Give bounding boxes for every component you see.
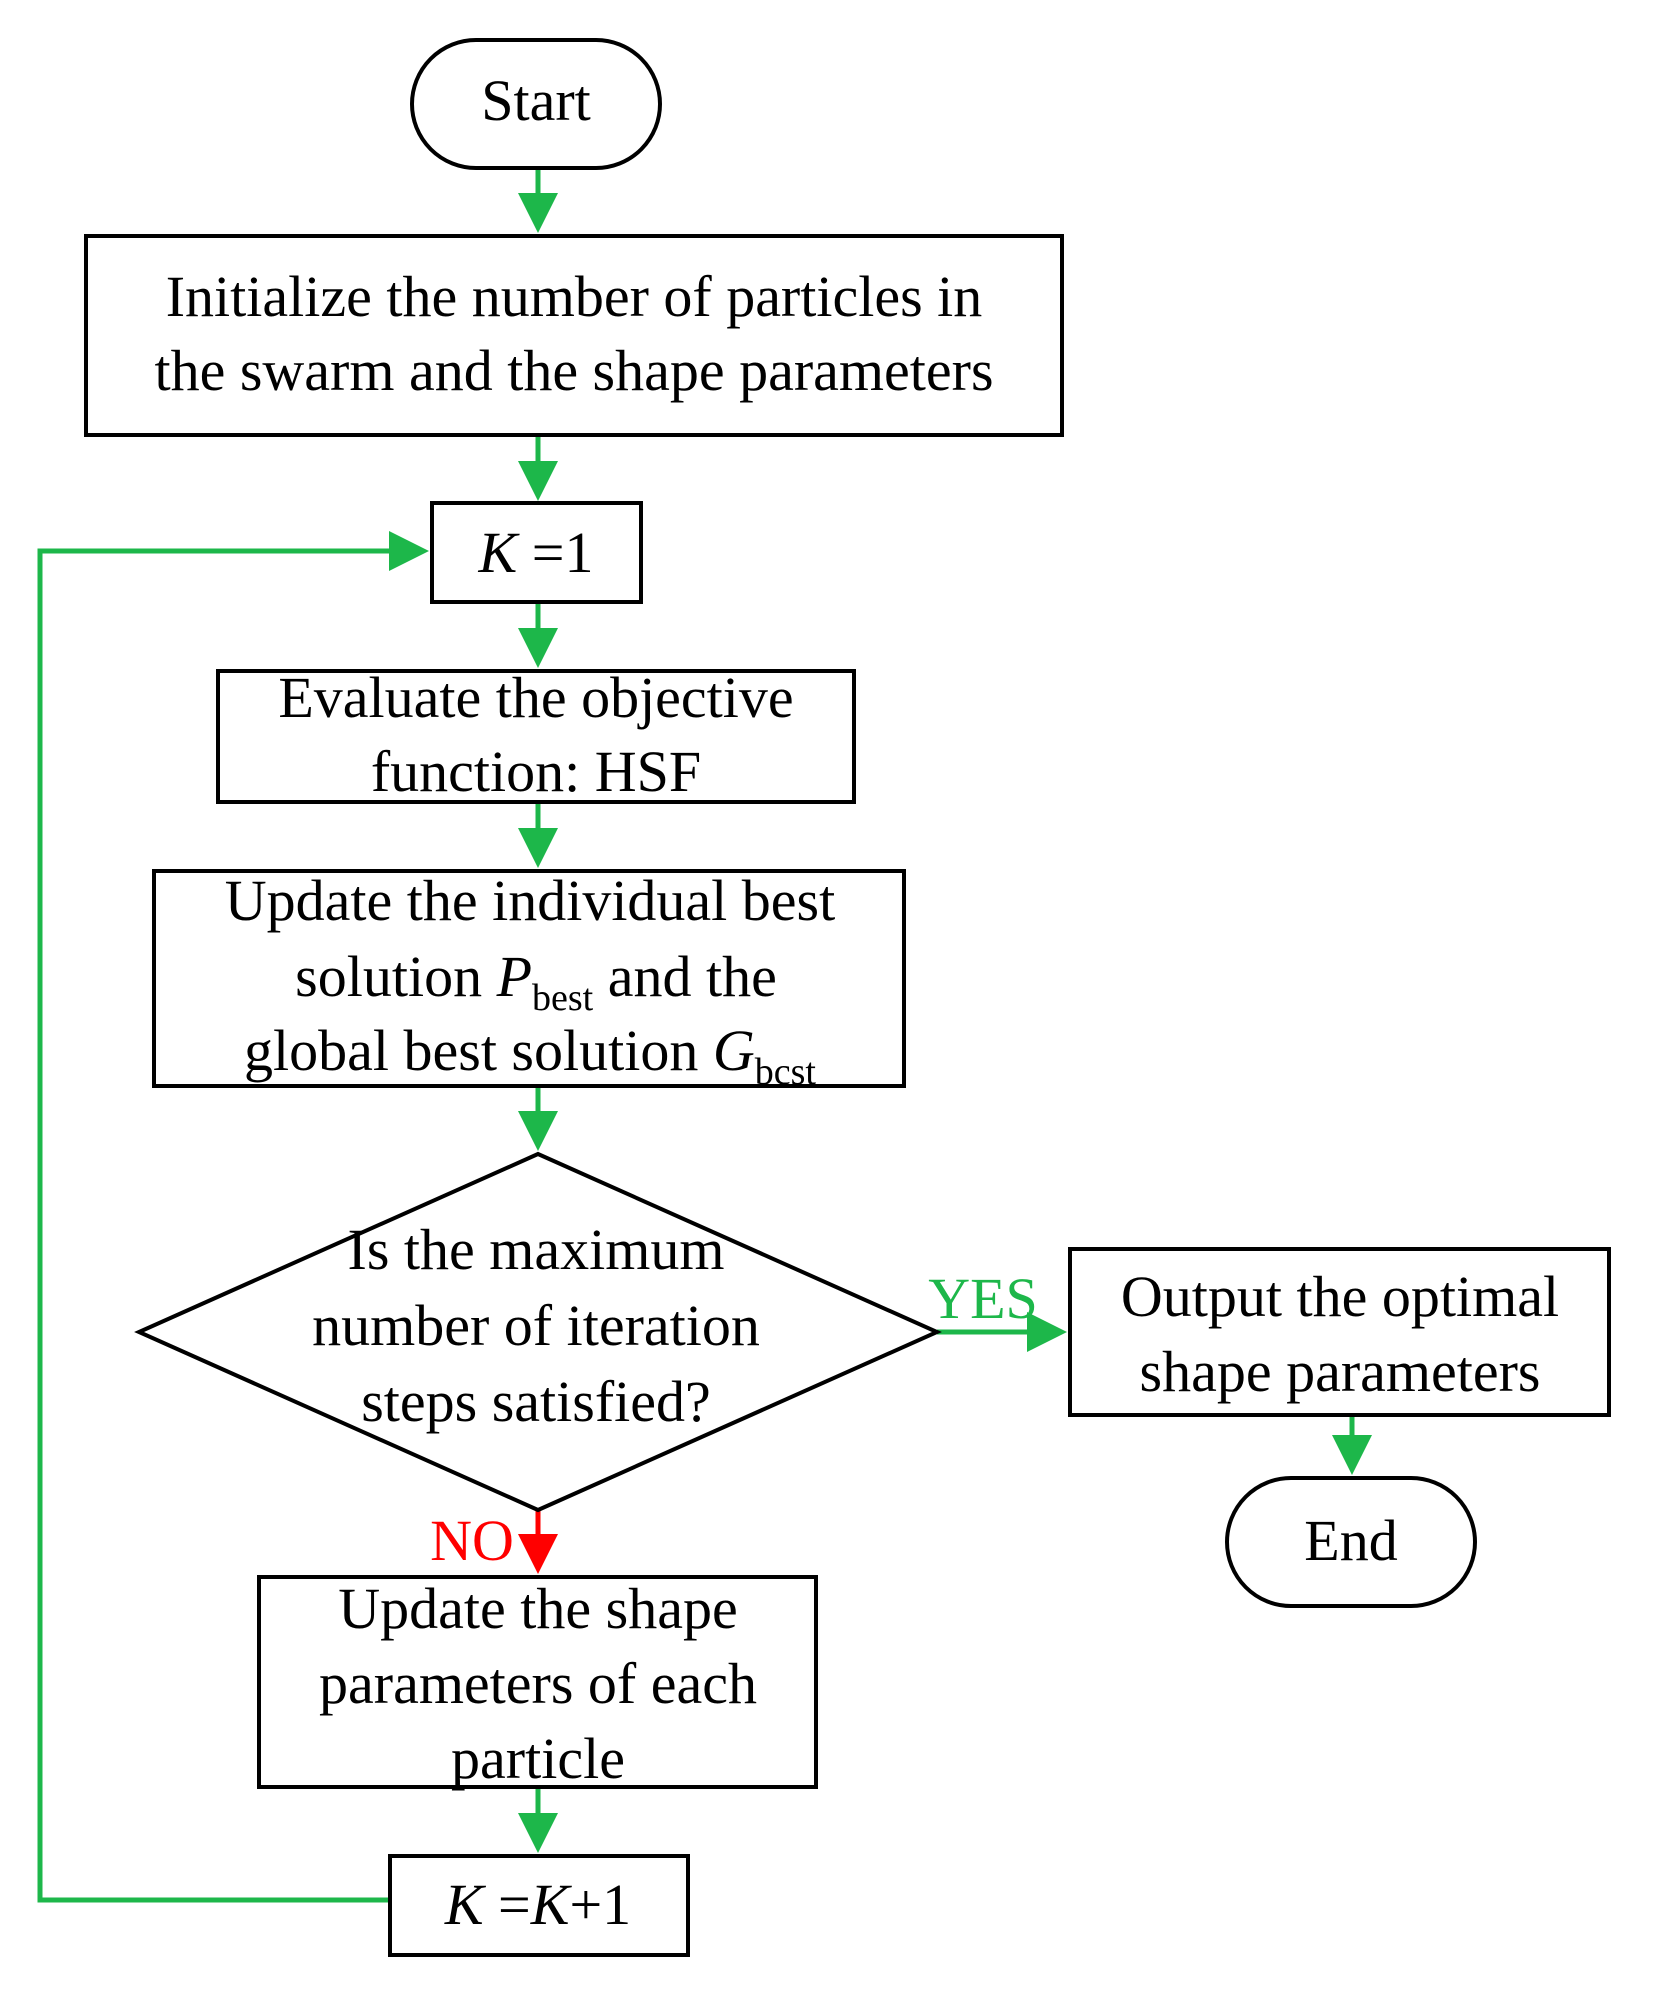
output-node: Output the optimal shape parameters	[1068, 1247, 1611, 1417]
evaluate-node: Evaluate the objective function: HSF	[216, 665, 856, 804]
connectors	[37, 168, 1372, 1903]
output-line-1: Output the optimal	[1121, 1264, 1559, 1329]
arrow-loop-back-to-k-init	[37, 531, 429, 1903]
initialize-line-1: Initialize the number of particles in	[166, 264, 983, 329]
decision-line-3: steps satisfied?	[361, 1369, 711, 1434]
update-shape-line-1: Update the shape	[338, 1576, 737, 1641]
k-increment-node: K =K+1	[388, 1854, 690, 1957]
decision-line-1: Is the maximum	[348, 1217, 725, 1282]
yes-label: YES	[928, 1266, 1038, 1331]
evaluate-line-2: function: HSF	[371, 739, 701, 804]
k-init-label: K =1	[478, 520, 594, 585]
decision-node: Is the maximum number of iteration steps…	[134, 1151, 942, 1513]
no-label: NO	[430, 1508, 514, 1573]
k-increment-label: K =K+1	[444, 1872, 631, 1937]
update-shape-line-2: parameters of each	[319, 1651, 757, 1716]
initialize-line-2: the swarm and the shape parameters	[154, 338, 993, 403]
pbest-subscript: best	[532, 977, 594, 1019]
k-init-value: =1	[517, 520, 593, 585]
k-init-variable: K	[478, 520, 521, 585]
initialize-node: Initialize the number of particles in th…	[84, 234, 1064, 437]
start-label: Start	[481, 68, 591, 133]
update-shape-line-3: particle	[451, 1726, 625, 1791]
decision-line-2: number of iteration	[312, 1293, 760, 1358]
gbest-symbol: G	[713, 1018, 755, 1083]
update-best-line-3: global best solution Gbcst	[244, 1018, 816, 1093]
update-shape-node: Update the shape parameters of each part…	[257, 1575, 818, 1791]
update-best-line-1: Update the individual best	[225, 868, 835, 933]
pbest-symbol: P	[496, 944, 532, 1009]
end-node: End	[1225, 1476, 1477, 1608]
k-init-node: K =1	[430, 501, 643, 604]
output-line-2: shape parameters	[1140, 1339, 1541, 1404]
gbest-subscript: bcst	[755, 1051, 817, 1093]
update-best-node: Update the individual best solution Pbes…	[152, 868, 906, 1093]
start-node: Start	[410, 38, 662, 170]
evaluate-line-1: Evaluate the objective	[278, 665, 793, 730]
update-best-line-2: solution Pbest and the	[295, 944, 777, 1019]
end-label: End	[1304, 1508, 1397, 1573]
